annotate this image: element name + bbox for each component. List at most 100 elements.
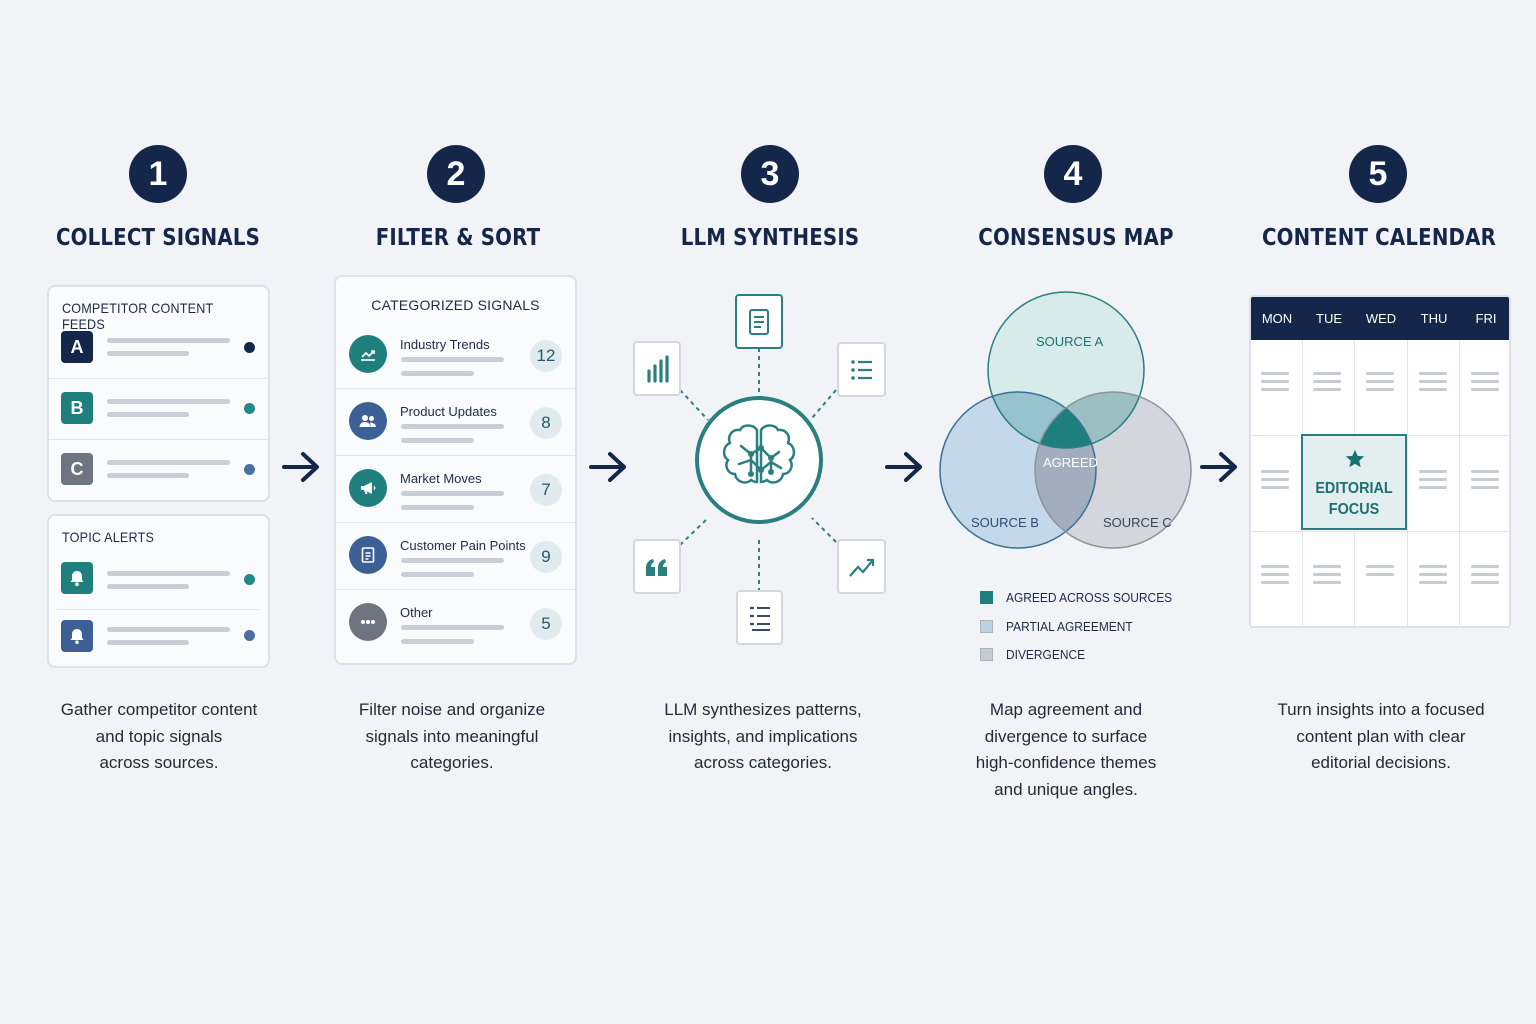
venn-source-b-label: SOURCE B [971,515,1039,530]
calendar-placeholder-line [1419,380,1447,383]
more-dots-icon [349,603,387,641]
calendar-placeholder-line [1261,565,1289,568]
category-row-divider [336,522,575,523]
category-label: Product Updates [400,404,497,419]
category-count: 7 [530,474,562,506]
calendar-placeholder-line [1261,581,1289,584]
topic-alerts-title: TOPIC ALERTS [62,529,155,545]
feed-row-divider [49,439,268,440]
step-3-badge: 3 [741,145,799,203]
calendar-placeholder-line [1313,380,1341,383]
calendar-day-thu: THU [1420,311,1448,326]
calendar-placeholder-line [1419,573,1447,576]
step-2-badge: 2 [427,145,485,203]
legend-swatch-agreed [980,591,993,604]
users-icon [349,402,387,440]
calendar-placeholder-line [1261,478,1289,481]
editorial-focus-cell: EDITORIAL FOCUS [1301,434,1407,530]
venn-source-a-label: SOURCE A [1036,334,1104,349]
category-line [401,424,504,429]
editorial-focus-line-2: FOCUS [1328,501,1380,518]
step-4-badge: 4 [1044,145,1102,203]
arrow-right-icon [1200,452,1237,482]
checklist-icon [736,590,783,645]
venn-agreed-label: AGREED [1043,455,1098,470]
calendar-placeholder-line [1313,573,1341,576]
alert-2-line [107,640,189,645]
feed-b-badge: B [61,392,93,424]
calendar-placeholder-line [1261,486,1289,489]
step-1-title: COLLECT SIGNALS [55,225,261,251]
feed-b-status-dot [244,403,255,414]
category-line [401,558,504,563]
feed-row-divider [49,378,268,379]
step-1-badge: 1 [129,145,187,203]
calendar-day-tue: TUE [1316,311,1342,326]
document-icon [735,294,783,349]
category-row-divider [336,388,575,389]
bar-chart-icon [633,341,681,396]
alert-1-line [107,571,230,576]
calendar-placeholder-line [1419,470,1447,473]
arrow-right-icon [589,452,626,482]
calendar-placeholder-line [1419,478,1447,481]
step-3-title: LLM SYNTHESIS [680,225,860,251]
legend-label: PARTIAL AGREEMENT [1006,619,1133,634]
calendar-placeholder-line [1419,581,1447,584]
calendar-placeholder-line [1261,573,1289,576]
topic-alerts-card: TOPIC ALERTS [47,514,270,668]
category-count: 5 [530,608,562,640]
venn-source-c-label: SOURCE C [1103,515,1172,530]
calendar-placeholder-line [1471,388,1499,391]
arrow-right-icon [282,452,319,482]
quote-icon [633,539,681,594]
legend-label: AGREED ACROSS SOURCES [1006,590,1173,605]
calendar-placeholder-line [1261,388,1289,391]
legend-swatch-partial [980,620,993,633]
alert-1-line [107,584,189,589]
legend-swatch-divergence [980,648,993,661]
feed-c-line [107,460,230,465]
star-icon [1345,449,1365,468]
category-line [401,357,504,362]
feed-c-badge: C [61,453,93,485]
bell-icon [61,562,93,594]
step-5-badge: 5 [1349,145,1407,203]
category-line [401,625,504,630]
step-3-description: LLM synthesizes patterns,insights, and i… [664,700,862,772]
bell-icon [61,620,93,652]
alert-row-divider [57,609,260,610]
category-line [401,491,504,496]
calendar-placeholder-line [1471,573,1499,576]
calendar-placeholder-line [1419,486,1447,489]
category-row-divider [336,455,575,456]
legend-label: DIVERGENCE [1006,647,1086,662]
calendar-placeholder-line [1313,372,1341,375]
calendar-placeholder-line [1471,470,1499,473]
calendar-day-mon: MON [1261,311,1293,326]
list-icon [837,342,886,397]
category-line [401,371,474,376]
feed-a-status-dot [244,342,255,353]
category-line [401,438,474,443]
calendar-placeholder-line [1419,388,1447,391]
calendar-placeholder-line [1366,388,1394,391]
step-2-title: FILTER & SORT [375,225,541,251]
categorized-signals-card: CATEGORIZED SIGNALS Industry Trends 12 P… [334,275,577,665]
calendar-placeholder-line [1261,380,1289,383]
trend-chart-icon [349,335,387,373]
feed-a-badge: A [61,331,93,363]
competitor-feeds-title: COMPETITOR CONTENT FEEDS [62,300,214,332]
alert-2-status-dot [244,630,255,641]
alert-2-line [107,627,230,632]
calendar-placeholder-line [1366,573,1394,576]
calendar-placeholder-line [1419,372,1447,375]
category-line [401,572,474,577]
category-count: 8 [530,407,562,439]
category-label: Market Moves [400,471,482,486]
category-count: 12 [530,340,562,372]
